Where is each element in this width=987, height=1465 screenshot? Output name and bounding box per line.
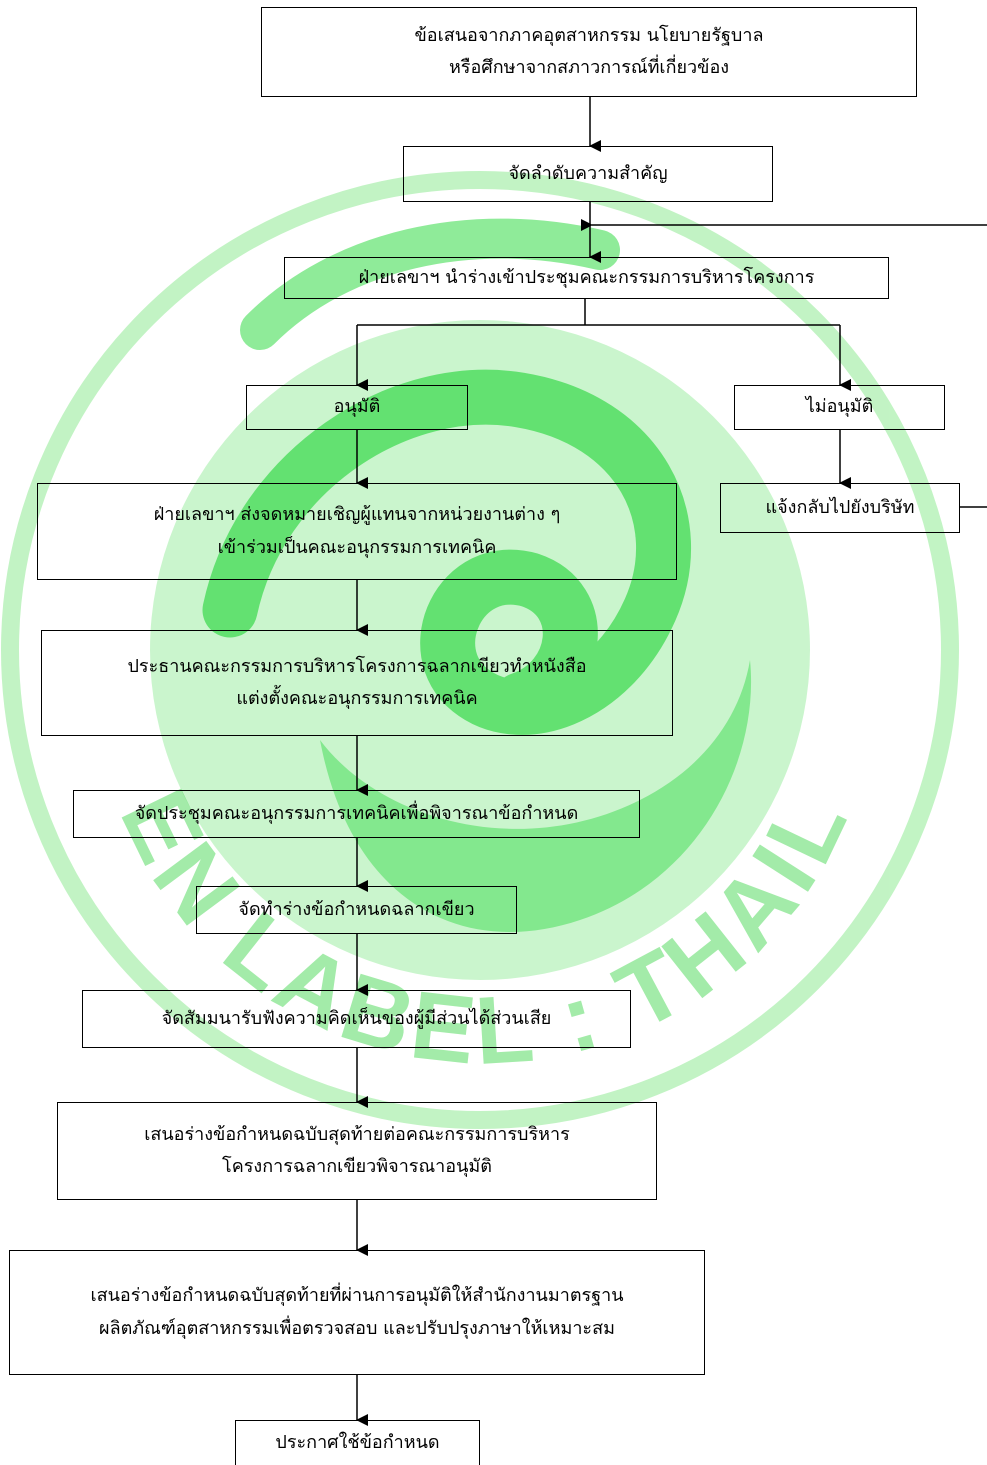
node-final-to-tisi: เสนอร่างข้อกำหนดฉบับสุดท้ายที่ผ่านการอนุ…	[9, 1250, 705, 1375]
node-final-to-board-line-1: เสนอร่างข้อกำหนดฉบับสุดท้ายต่อคณะกรรมการ…	[144, 1123, 570, 1145]
node-final-to-board: เสนอร่างข้อกำหนดฉบับสุดท้ายต่อคณะกรรมการ…	[57, 1102, 657, 1200]
node-appoint-subcommittee-line-2: แต่งตั้งคณะอนุกรรมการเทคนิค	[236, 688, 478, 709]
node-priority-label: จัดลำดับความสำคัญ	[508, 162, 668, 184]
node-start-line-1: ข้อเสนอจากภาคอุตสาหกรรม นโยบายรัฐบาล	[414, 24, 764, 46]
node-final-to-tisi-line-1: เสนอร่างข้อกำหนดฉบับสุดท้ายที่ผ่านการอนุ…	[90, 1285, 624, 1307]
node-invite-letters-line-2: เข้าร่วมเป็นคณะอนุกรรมการเทคนิค	[217, 536, 497, 558]
node-subcommittee-meeting: จัดประชุมคณะอนุกรรมการเทคนิคเพื่อพิจารณา…	[73, 790, 640, 838]
node-subcommittee-meeting-label: จัดประชุมคณะอนุกรรมการเทคนิคเพื่อพิจารณา…	[134, 802, 579, 824]
node-approved: อนุมัติ	[246, 385, 468, 430]
node-secretariat-propose-label: ฝ่ายเลขาฯ นำร่างเข้าประชุมคณะกรรมการบริห…	[358, 266, 815, 288]
node-draft-criteria-label: จัดทำร่างข้อกำหนดฉลากเขียว	[238, 898, 475, 920]
node-notify-company-label: แจ้งกลับไปยังบริษัท	[765, 496, 915, 518]
node-appoint-subcommittee: ประธานคณะกรรมการบริหารโครงการฉลากเขียวทำ…	[41, 630, 673, 736]
node-final-to-board-line-2: โครงการฉลากเขียวพิจารณาอนุมัติ	[222, 1156, 492, 1177]
node-not-approved-label: ไม่อนุมัติ	[805, 396, 874, 418]
node-start-line-2: หรือศึกษาจากสภาวการณ์ที่เกี่ยวข้อง	[448, 57, 730, 78]
node-start: ข้อเสนอจากภาคอุตสาหกรรม นโยบายรัฐบาล หรื…	[261, 7, 917, 97]
flow-connectors	[356, 97, 987, 1426]
node-approved-label: อนุมัติ	[333, 396, 381, 418]
node-final-to-tisi-line-2: ผลิตภัณฑ์อุตสาหกรรมเพื่อตรวจสอบ และปรับป…	[99, 1317, 615, 1339]
node-public-hearing: จัดสัมมนารับฟังความคิดเห็นของผู้มีส่วนได…	[82, 990, 631, 1048]
watermark-swoosh-shape	[202, 369, 691, 735]
node-notify-company: แจ้งกลับไปยังบริษัท	[720, 483, 960, 533]
watermark-outer-ring	[1, 171, 959, 1129]
node-priority: จัดลำดับความสำคัญ	[403, 146, 773, 202]
node-draft-criteria: จัดทำร่างข้อกำหนดฉลากเขียว	[196, 886, 517, 934]
node-announce: ประกาศใช้ข้อกำหนด	[235, 1420, 480, 1465]
node-announce-label: ประกาศใช้ข้อกำหนด	[275, 1431, 440, 1453]
node-invite-letters: ฝ่ายเลขาฯ ส่งจดหมายเชิญผู้แทนจากหน่วยงาน…	[37, 483, 677, 580]
watermark-leaf-shape	[320, 660, 752, 932]
node-not-approved: ไม่อนุมัติ	[734, 385, 945, 430]
watermark-top-arc	[240, 218, 620, 350]
node-public-hearing-label: จัดสัมมนารับฟังความคิดเห็นของผู้มีส่วนได…	[161, 1007, 552, 1029]
node-secretariat-propose: ฝ่ายเลขาฯ นำร่างเข้าประชุมคณะกรรมการบริห…	[284, 257, 889, 299]
node-invite-letters-line-1: ฝ่ายเลขาฯ ส่งจดหมายเชิญผู้แทนจากหน่วยงาน…	[153, 504, 561, 526]
node-appoint-subcommittee-line-1: ประธานคณะกรรมการบริหารโครงการฉลากเขียวทำ…	[127, 655, 587, 677]
